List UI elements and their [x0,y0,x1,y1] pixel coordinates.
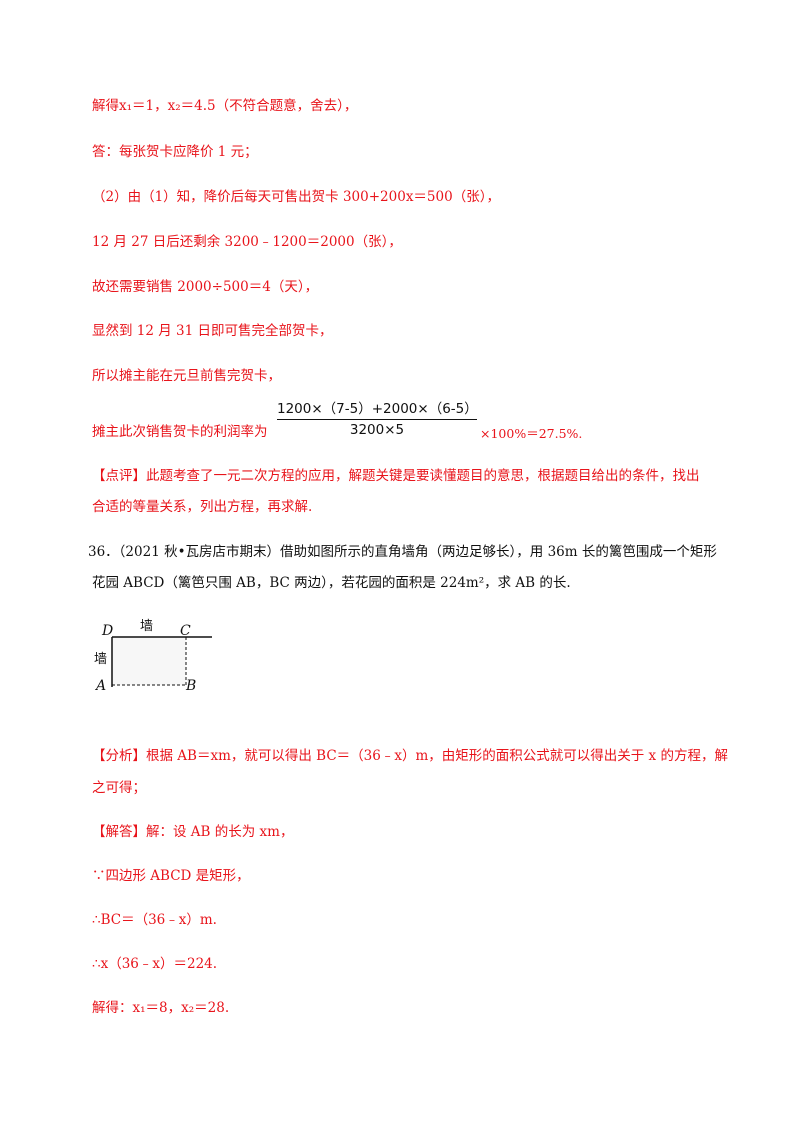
fraction-denominator: 3200×5 [349,422,405,438]
solution-line: （2）由（1）知，降价后每天可售出贺卡 300+200x＝500（张）， [92,189,500,205]
answer-line: 解得：x₁＝8，x₂＝28. [92,1000,230,1016]
comment-line: 合适的等量关系，列出方程，再求解. [92,499,313,515]
analysis-line: 【分析】根据 AB＝xm，就可以得出 BC＝（36﹣x）m，由矩形的面积公式就可… [92,748,728,764]
label-c: C [180,623,191,639]
fraction-bar [277,419,477,420]
solution-line: 所以摊主能在元旦前售完贺卡， [92,368,281,384]
analysis-line: 之可得； [92,780,146,796]
solution-line: 12 月 27 日后还剩余 3200﹣1200＝2000（张）， [92,234,402,250]
solution-line: 故还需要销售 2000÷500＝4（天）， [92,279,319,295]
profit-rate-result: ×100%＝27.5%. [480,426,583,441]
figure-drawing [111,636,212,687]
label-a: A [96,678,107,694]
answer-line: 答：每张贺卡应降价 1 元； [92,144,258,160]
label-b: B [186,678,197,694]
profit-rate-label: 摊主此次销售贺卡的利润率为 [92,424,268,440]
label-d: D [102,623,114,639]
answer-line: 【解答】解：设 AB 的长为 xm， [92,824,294,840]
wall-left-label: 墙 [94,652,108,667]
wall-corner-figure: D 墙 C 墙 A B [88,612,228,702]
answer-line: ∴BC＝（36﹣x）m. [92,912,217,928]
answer-line: ∵四边形 ABCD 是矩形， [92,868,250,884]
problem-statement: 36．（2021 秋•瓦房店市期末）借助如图所示的直角墙角（两边足够长），用 3… [88,544,717,560]
solution-line: 解得x₁＝1，x₂＝4.5（不符合题意，舍去）， [92,98,358,114]
fraction-numerator: 1200×（7-5）+2000×（6-5） [277,401,478,417]
answer-line: ∴x（36﹣x）＝224. [92,956,218,972]
profit-fraction: 1200×（7-5）+2000×（6-5） 3200×5 [277,400,478,439]
solution-line: 显然到 12 月 31 日即可售完全部贺卡， [92,323,333,339]
problem-statement: 花园 ABCD（篱笆只围 AB，BC 两边），若花园的面积是 224m²，求 A… [92,575,571,591]
garden-area [112,637,186,685]
comment-line: 【点评】此题考查了一元二次方程的应用，解题关键是要读懂题目的意思，根据题目给出的… [92,468,700,484]
wall-top-label: 墙 [140,619,154,634]
